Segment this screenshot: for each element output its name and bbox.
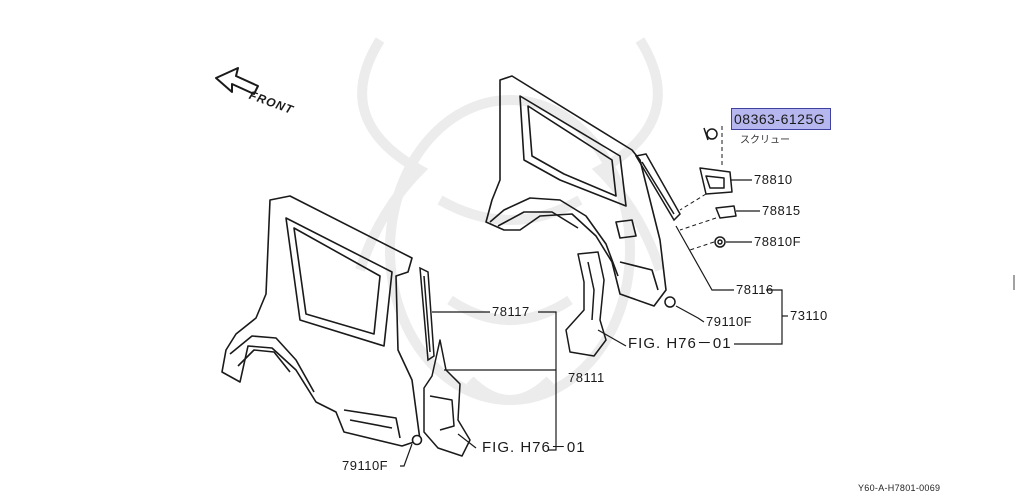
callout-78116[interactable]: 78116 [736, 282, 774, 297]
callout-78117[interactable]: 78117 [492, 304, 530, 319]
assembly-lines [679, 126, 723, 251]
callout-78810[interactable]: 78810 [754, 172, 793, 187]
highlighted-part-number[interactable]: 08363-6125G [731, 108, 831, 130]
callout-79110f-right[interactable]: 79110F [706, 314, 753, 329]
left-wheelhouse-extension [423, 339, 471, 457]
leader-lines [400, 179, 788, 467]
right-pillar-trim [634, 153, 681, 222]
callout-78815[interactable]: 78815 [762, 203, 801, 218]
left-quarter-panel [221, 195, 423, 447]
fuel-lid-assembly [664, 127, 737, 308]
callout-73110[interactable]: 73110 [790, 308, 828, 323]
callout-78810f[interactable]: 78810F [754, 234, 802, 249]
front-arrow-icon [215, 67, 259, 95]
right-wheelhouse-extension [565, 251, 607, 357]
watermark-emblem [355, 37, 665, 405]
left-pillar-trim [419, 266, 435, 362]
callout-79110f-left[interactable]: 79110F [342, 458, 389, 473]
right-quarter-panel [485, 75, 667, 307]
callout-fig-lower[interactable]: FIG. H76－01 [482, 439, 586, 456]
highlighted-part-name: スクリュー [740, 135, 790, 146]
drawing-code: Y60-A-H7801-0069 [858, 483, 941, 493]
callout-78111[interactable]: 78111 [568, 370, 605, 385]
callout-fig-upper[interactable]: FIG. H76－01 [628, 335, 732, 352]
